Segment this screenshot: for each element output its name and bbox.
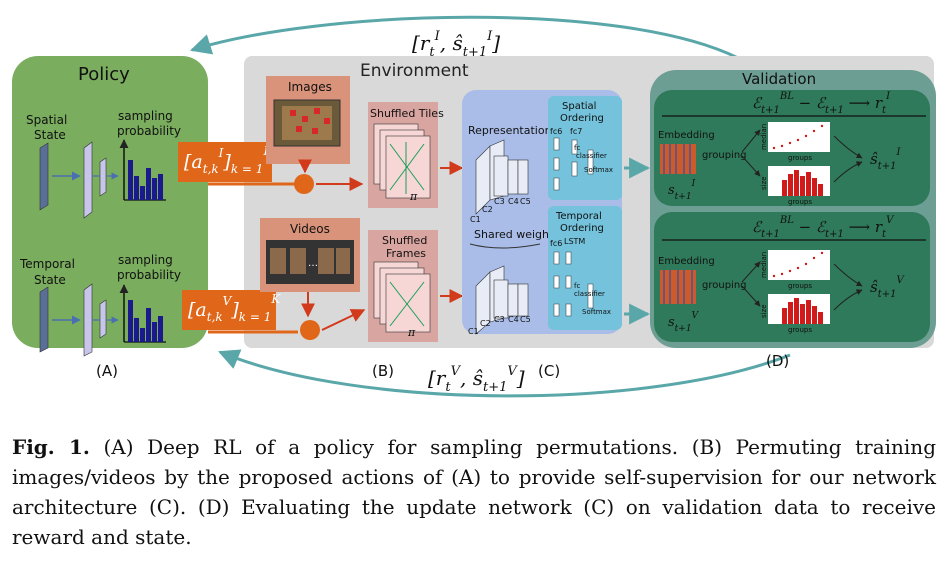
- layer-c2-bottom: C2: [480, 319, 491, 328]
- reward-feedback-arrow-top: [189, 15, 739, 60]
- groups-axis-video-1: groups: [788, 282, 812, 290]
- spatial-state-label-1: Spatial: [26, 113, 67, 127]
- size-axis-video: size: [760, 304, 768, 318]
- temporal-state-vector: [39, 286, 49, 353]
- median-axis-image: median: [760, 124, 768, 150]
- representation-label: Representation: [468, 124, 552, 137]
- layer-c3-top: C3: [494, 197, 505, 206]
- temporal-policy-layer-1: [83, 283, 93, 357]
- cnn-temporal: [475, 265, 529, 335]
- layer-c1-top: C1: [470, 215, 481, 224]
- temporal-state-label-1: Temporal: [19, 257, 75, 271]
- temporal-policy-layer-2: [99, 299, 107, 339]
- fc6-top: fc6: [550, 127, 562, 136]
- fc-bottom: fc: [574, 282, 580, 290]
- classifier-top: classifier: [576, 152, 607, 160]
- grouping-label-video: grouping: [702, 280, 747, 291]
- softmax-bottom: Softmax: [582, 308, 611, 316]
- cnn-spatial: [475, 139, 529, 215]
- spatial-state-label-2: State: [34, 128, 66, 142]
- spatial-probability-bars: [128, 160, 163, 200]
- groups-axis-image-1: groups: [788, 154, 812, 162]
- temporal-probability-bars: [128, 300, 163, 342]
- videos-label: Videos: [290, 222, 330, 236]
- shuffled-frames-label-2: Frames: [386, 247, 426, 260]
- label-a: (A): [96, 362, 118, 380]
- policy-title: Policy: [78, 64, 130, 85]
- layer-c1-bottom: C1: [468, 327, 479, 336]
- groups-axis-video-2: groups: [788, 326, 812, 334]
- policy-box: [12, 56, 208, 348]
- layer-c4-top: C4: [508, 197, 519, 206]
- temporal-ordering-box: [548, 206, 622, 330]
- softmax-top: Softmax: [584, 166, 613, 174]
- shuffled-frames-label-1: Shuffled: [382, 234, 427, 247]
- size-axis-image: size: [760, 176, 768, 190]
- median-plot-video: [768, 250, 830, 280]
- spatial-policy-layer-2: [99, 157, 107, 197]
- label-d: (D): [766, 352, 789, 370]
- temporal-state-label-2: State: [34, 273, 66, 287]
- grouping-label-image: grouping: [702, 150, 747, 161]
- svg-text:…: …: [308, 258, 318, 269]
- median-plot-image: [768, 122, 830, 152]
- spatial-policy-layer-1: [83, 141, 93, 219]
- spatial-state-vector: [39, 142, 49, 211]
- fc6-bottom: fc6: [550, 239, 562, 248]
- embedding-image: [660, 144, 696, 174]
- embedding-video: [660, 270, 696, 304]
- sampling-probability-spatial-1: sampling: [118, 109, 173, 123]
- shuffled-tiles-label: Shuffled Tiles: [370, 107, 444, 120]
- shared-weights-label: Shared weights: [474, 228, 559, 241]
- fc-top: fc: [574, 144, 580, 152]
- action-box-video: [182, 290, 276, 330]
- caption-label: Fig. 1.: [12, 435, 90, 459]
- groups-axis-image-2: groups: [788, 198, 812, 206]
- fc7-top: fc7: [570, 127, 582, 136]
- lstm-label: LSTM: [564, 237, 585, 246]
- median-axis-video: median: [760, 252, 768, 278]
- layer-c3-bottom: C3: [494, 315, 505, 324]
- temporal-ordering-label-1: Temporal: [555, 211, 602, 222]
- layer-c5-top: C5: [520, 197, 531, 206]
- spatial-ordering-label-1: Spatial: [562, 101, 596, 112]
- layer-c4-bottom: C4: [508, 315, 519, 324]
- classifier-bottom: classifier: [574, 290, 605, 298]
- environment-title: Environment: [360, 61, 469, 81]
- layer-c2-top: C2: [482, 205, 493, 214]
- sampling-probability-temporal-2: probability: [117, 268, 181, 282]
- embedding-label-image: Embedding: [658, 130, 715, 141]
- embedding-label-video: Embedding: [658, 256, 715, 267]
- figure-diagram: [rtI, ŝt+1I] [rtV, ŝt+1V] Environment Po…: [12, 15, 936, 398]
- figure-caption: Fig. 1. (A) Deep RL of a policy for samp…: [12, 432, 936, 552]
- pi-symbol-frames: π: [407, 326, 416, 339]
- label-b: (B): [372, 362, 394, 380]
- reward-feedback-arrow-bottom: [218, 349, 791, 398]
- label-c: (C): [538, 362, 560, 380]
- spatial-ordering-label-2: Ordering: [560, 113, 604, 124]
- permute-node-video: [300, 320, 320, 340]
- pi-symbol-tiles: π: [409, 190, 418, 203]
- permute-node-image: [294, 174, 314, 194]
- validation-title: Validation: [742, 70, 816, 88]
- reward-state-image-label: [rtI, ŝt+1I]: [412, 29, 500, 60]
- sampling-probability-temporal-1: sampling: [118, 253, 173, 267]
- action-box-image: [178, 142, 272, 182]
- caption-text: (A) Deep RL of a policy for sampling per…: [12, 435, 936, 549]
- reward-state-video-label: [rtV, ŝt+1V]: [428, 364, 525, 395]
- temporal-ordering-label-2: Ordering: [560, 223, 604, 234]
- layer-c5-bottom: C5: [520, 315, 531, 324]
- spatial-ordering-box: [548, 96, 622, 200]
- images-label: Images: [288, 80, 332, 94]
- sampling-probability-spatial-2: probability: [117, 124, 181, 138]
